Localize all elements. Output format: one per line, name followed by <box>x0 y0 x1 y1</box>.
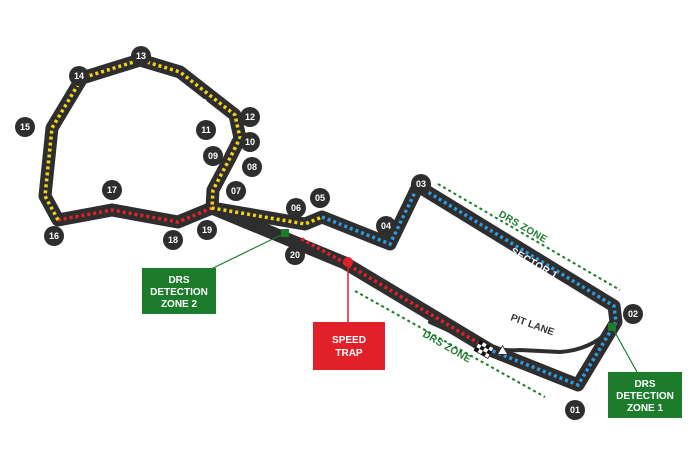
drs-detection-zone-2-box: DRS DETECTION ZONE 2 <box>142 268 216 314</box>
turn-marker-19: 19 <box>197 220 217 240</box>
speed-trap-line-2: TRAP <box>335 348 363 359</box>
turn-number: 03 <box>416 179 426 189</box>
turn-marker-circle <box>565 400 585 420</box>
turn-number: 05 <box>315 193 325 203</box>
turn-marker-11: 11 <box>196 120 216 140</box>
turn-number: 02 <box>628 309 638 319</box>
turn-marker-circle <box>411 174 431 194</box>
turn-marker-circle <box>242 157 262 177</box>
detection-zone-2-line-3: ZONE 2 <box>161 299 198 310</box>
speed-trap-marker <box>343 257 353 267</box>
turn-number: 17 <box>107 185 117 195</box>
turn-marker-circle <box>102 180 122 200</box>
turn-number: 18 <box>168 235 178 245</box>
detection-zone-2-leader <box>204 232 286 273</box>
turn-marker-04: 04 <box>376 216 396 236</box>
detection-zone-1-line-2: DETECTION <box>616 391 674 402</box>
turn-number: 09 <box>208 151 218 161</box>
turn-marker-05: 05 <box>310 188 330 208</box>
turn-marker-circle <box>15 117 35 137</box>
turn-marker-10: 10 <box>240 132 260 152</box>
turn-marker-08: 08 <box>242 157 262 177</box>
turn-number: 16 <box>49 231 59 241</box>
turn-number: 15 <box>20 122 30 132</box>
detection-zone-2-line-1: DRS <box>168 275 189 286</box>
turn-marker-circle <box>163 230 183 250</box>
turn-marker-01: 01 <box>565 400 585 420</box>
turn-marker-18: 18 <box>163 230 183 250</box>
turn-marker-17: 17 <box>102 180 122 200</box>
turn-marker-circle <box>203 146 223 166</box>
turn-number: 13 <box>136 51 146 61</box>
triangle-arrow-icon <box>496 344 509 355</box>
turn-markers: 01 02 03 04 05 06 07 08 09 10 11 12 13 14 15 16 17 18 19 20 <box>15 46 643 420</box>
turn-marker-20: 20 <box>285 245 305 265</box>
turn-marker-circle <box>240 132 260 152</box>
speed-trap-line-1: SPEED <box>332 335 366 346</box>
detection-zone-1-line-3: ZONE 1 <box>627 403 664 414</box>
pit-lane-label: PIT LANE <box>509 312 556 338</box>
detection-zone-1-line-1: DRS <box>634 379 655 390</box>
turn-marker-circle <box>226 181 246 201</box>
turn-marker-15: 15 <box>15 117 35 137</box>
turn-marker-14: 14 <box>69 66 89 86</box>
checkered-flag-icon <box>473 339 495 359</box>
turn-number: 19 <box>202 225 212 235</box>
turn-marker-circle <box>69 66 89 86</box>
turn-marker-circle <box>623 304 643 324</box>
turn-marker-circle <box>285 245 305 265</box>
detection-zone-1-leader <box>611 326 638 373</box>
detection-zone-1-marker <box>608 323 616 331</box>
turn-marker-13: 13 <box>131 46 151 66</box>
drs-zone-line-bottom <box>354 290 546 398</box>
speed-trap-box: SPEED TRAP <box>313 322 385 370</box>
turn-number: 06 <box>291 203 301 213</box>
sector-2-dots <box>43 58 323 226</box>
turn-marker-12: 12 <box>240 107 260 127</box>
drs-zone-line-top <box>437 183 621 291</box>
turn-marker-circle <box>310 188 330 208</box>
turn-number: 12 <box>245 112 255 122</box>
pit-lane-label-text: PIT LANE <box>509 312 556 338</box>
turn-marker-06: 06 <box>286 198 306 218</box>
turn-number: 11 <box>201 125 211 135</box>
turn-marker-circle <box>286 198 306 218</box>
detection-zone-2-marker <box>281 229 289 237</box>
turn-marker-circle <box>196 120 216 140</box>
turn-marker-circle <box>44 226 64 246</box>
turn-number: 20 <box>290 250 300 260</box>
turn-marker-07: 07 <box>226 181 246 201</box>
turn-marker-circle <box>240 107 260 127</box>
turn-marker-09: 09 <box>203 146 223 166</box>
turn-marker-circle <box>131 46 151 66</box>
turn-marker-circle <box>376 216 396 236</box>
detection-zone-2-line-2: DETECTION <box>150 287 208 298</box>
turn-number: 10 <box>245 137 255 147</box>
turn-marker-circle <box>197 220 217 240</box>
sector-1-dots <box>321 183 618 388</box>
turn-marker-02: 02 <box>623 304 643 324</box>
turn-number: 04 <box>381 221 391 231</box>
turn-marker-16: 16 <box>44 226 64 246</box>
turn-marker-03: 03 <box>411 174 431 194</box>
turn-number: 07 <box>231 186 241 196</box>
turn-number: 01 <box>570 405 580 415</box>
turn-number: 14 <box>74 71 84 81</box>
drs-detection-zone-1-box: DRS DETECTION ZONE 1 <box>608 372 682 418</box>
turn-number: 08 <box>247 162 257 172</box>
